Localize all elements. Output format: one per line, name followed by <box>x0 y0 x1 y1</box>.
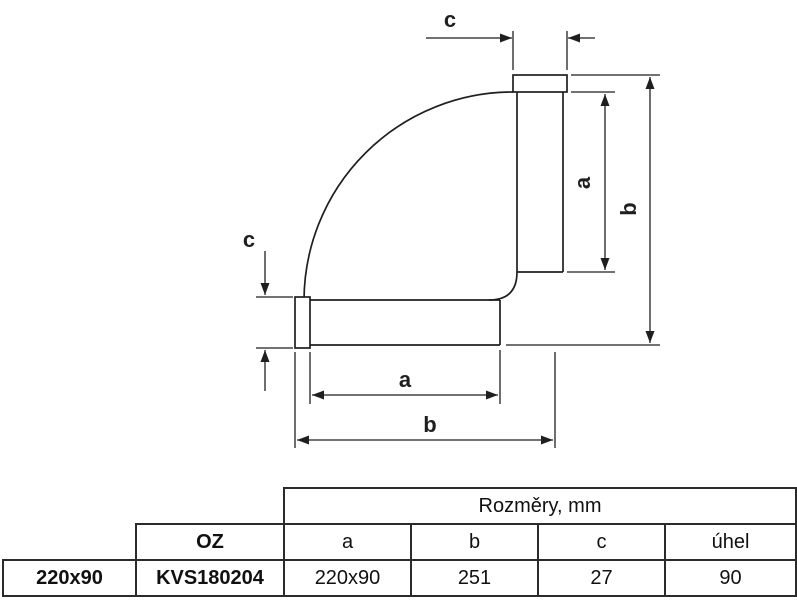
header-b: b <box>410 523 539 561</box>
empty-cell <box>3 488 284 524</box>
dim-label-a-bottom: a <box>399 367 412 392</box>
elbow-technical-drawing: c c a b a b <box>243 7 660 448</box>
dimension-labels: c c a b a b <box>243 7 641 437</box>
cell-angle: 90 <box>664 559 797 597</box>
group-header-cell: Rozměry, mm <box>283 487 797 525</box>
left-connector-lip <box>294 296 311 349</box>
cell-b: 251 <box>410 559 539 597</box>
header-oz: OZ <box>135 523 285 561</box>
dim-label-b-right: b <box>616 202 641 215</box>
cell-c: 27 <box>537 559 666 597</box>
header-c: c <box>537 523 666 561</box>
dim-label-a-right: a <box>570 176 595 189</box>
top-connector-lip <box>512 74 568 93</box>
header-a: a <box>283 523 412 561</box>
dim-label-c-left: c <box>243 227 255 252</box>
dim-label-b-bottom: b <box>423 412 436 437</box>
dim-label-c-top: c <box>444 7 456 32</box>
header-angle: úhel <box>664 523 797 561</box>
dimensions-table: Rozměry, mm OZ a b c úhel 220x90 KVS1802… <box>2 487 797 597</box>
elbow-inner-corner <box>488 271 518 301</box>
cell-size: 220x90 <box>2 559 137 597</box>
dimension-lines <box>260 33 655 445</box>
cell-code: KVS180204 <box>135 559 285 597</box>
empty-cell <box>3 524 136 560</box>
table-row-group-header: Rozměry, mm <box>3 487 797 525</box>
extension-lines <box>256 31 660 448</box>
elbow-outer-arc <box>303 91 514 302</box>
table-row-values: 220x90 KVS180204 220x90 251 27 90 <box>2 559 797 597</box>
table-row-headers: OZ a b c úhel <box>3 523 797 561</box>
elbow-body <box>294 74 568 349</box>
cell-a: 220x90 <box>283 559 412 597</box>
